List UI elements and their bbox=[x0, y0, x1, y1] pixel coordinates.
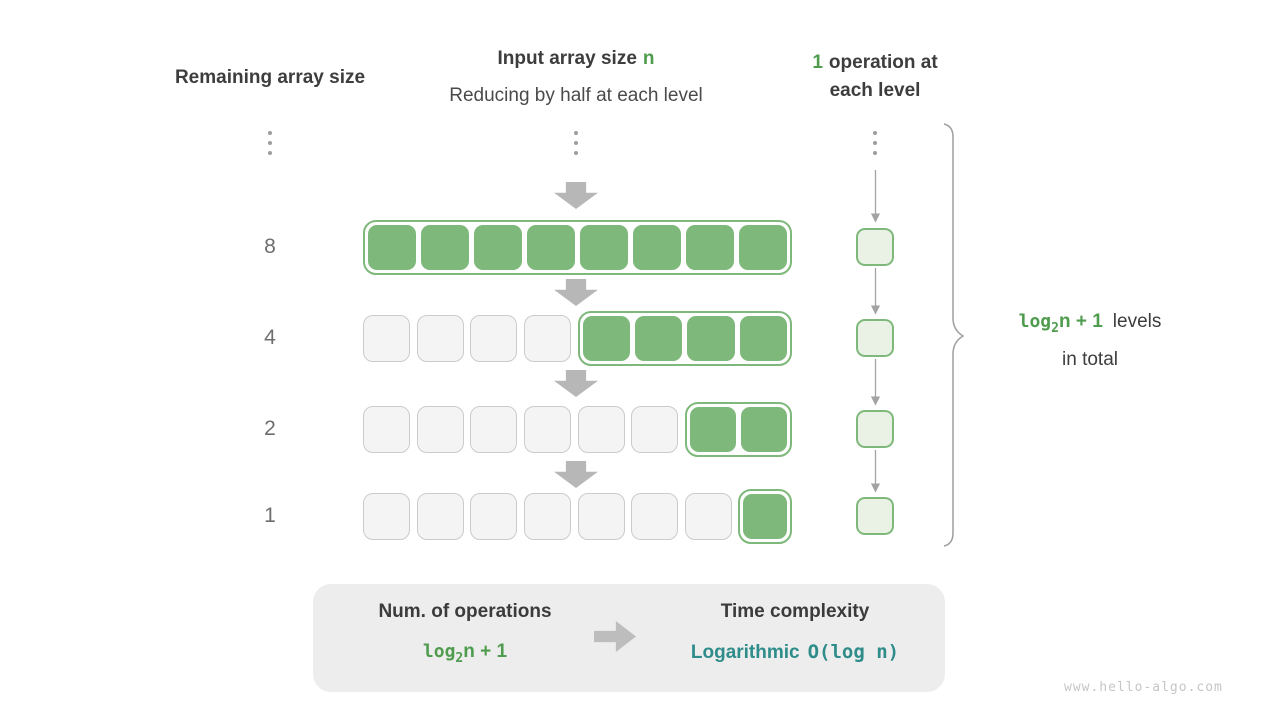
array-cell-active bbox=[633, 225, 681, 270]
array-cell-empty bbox=[416, 493, 464, 540]
active-group-outline bbox=[738, 489, 792, 544]
array-row bbox=[363, 402, 792, 457]
levels-formula-rest: n + 1 bbox=[1058, 311, 1103, 332]
watermark: www.hello-algo.com bbox=[1064, 680, 1223, 695]
row-label: 2 bbox=[264, 417, 276, 440]
array-cell-active bbox=[740, 407, 787, 452]
array-cell-empty bbox=[523, 493, 571, 540]
row-label: 1 bbox=[264, 504, 276, 527]
summary-operations: Num. of operations log2n + 1 bbox=[335, 598, 595, 673]
array-cell-active bbox=[689, 407, 736, 452]
summary-formula-sub: 2 bbox=[455, 650, 464, 666]
array-cell-empty bbox=[684, 493, 732, 540]
array-cell-empty bbox=[523, 315, 571, 362]
op-cell bbox=[856, 497, 894, 535]
col-header-input-subtitle: Reducing by half at each level bbox=[449, 85, 703, 106]
row-label: 4 bbox=[264, 326, 276, 349]
active-group-outline bbox=[363, 220, 792, 275]
summary-card: Num. of operations log2n + 1 Time comple… bbox=[313, 584, 945, 692]
levels-formula-sub: 2 bbox=[1051, 320, 1059, 336]
levels-text-line2: in total bbox=[1062, 348, 1118, 370]
array-cell-active bbox=[474, 225, 522, 270]
array-cell-empty bbox=[470, 315, 518, 362]
array-cell-empty bbox=[470, 493, 518, 540]
array-cell-empty bbox=[470, 406, 518, 453]
array-cell-empty bbox=[363, 406, 410, 453]
summary-formula-rest: n + 1 bbox=[463, 641, 508, 662]
levels-label: log2n + 1 levels in total bbox=[985, 306, 1195, 375]
array-cell-empty bbox=[523, 406, 571, 453]
ellipsis-array-icon bbox=[574, 131, 578, 155]
array-cell-active bbox=[739, 316, 787, 361]
ellipsis-operations-icon bbox=[873, 131, 877, 155]
array-cell-active bbox=[368, 225, 416, 270]
array-row bbox=[363, 489, 792, 544]
array-cell-empty bbox=[577, 406, 625, 453]
col-header-operations-line2: each level bbox=[829, 80, 921, 101]
array-cell-empty bbox=[631, 493, 679, 540]
col-header-input-text: Input array size bbox=[497, 48, 637, 69]
summary-formula-log: log bbox=[422, 641, 456, 662]
array-cell-active bbox=[421, 225, 469, 270]
summary-complexity: Time complexity Logarithmic O(log n) bbox=[665, 598, 925, 667]
complexity-notation: O(log n) bbox=[807, 641, 900, 663]
summary-operations-title: Num. of operations bbox=[378, 601, 552, 622]
array-cell-active bbox=[687, 316, 735, 361]
array-cell-empty bbox=[631, 406, 679, 453]
array-cell-active bbox=[634, 316, 683, 361]
array-cell-empty bbox=[363, 493, 410, 540]
col-header-operations-count: 1 bbox=[812, 52, 823, 73]
col-header-remaining: Remaining array size bbox=[174, 67, 366, 88]
col-header-operations-text: operation at bbox=[828, 52, 938, 73]
array-cell-empty bbox=[577, 493, 625, 540]
array-cell-empty bbox=[363, 315, 410, 362]
implies-arrow-icon bbox=[594, 621, 636, 652]
levels-brace bbox=[943, 123, 965, 547]
active-group-outline bbox=[577, 311, 792, 366]
levels-text: levels bbox=[1112, 311, 1162, 332]
array-row bbox=[363, 311, 792, 366]
array-cell-active bbox=[527, 225, 575, 270]
active-group-outline bbox=[684, 402, 792, 457]
array-cell-empty bbox=[416, 406, 464, 453]
summary-complexity-title: Time complexity bbox=[720, 601, 870, 622]
array-row bbox=[363, 220, 792, 275]
array-cell-empty bbox=[416, 315, 464, 362]
op-cell bbox=[856, 228, 894, 266]
array-levels bbox=[363, 0, 792, 720]
array-cell-active bbox=[580, 225, 628, 270]
op-cell bbox=[856, 319, 894, 357]
row-label: 8 bbox=[264, 235, 276, 258]
array-cell-active bbox=[686, 225, 734, 270]
array-cell-active bbox=[743, 494, 787, 539]
op-cell bbox=[856, 410, 894, 448]
levels-formula-log: log bbox=[1018, 311, 1052, 332]
complexity-name: Logarithmic bbox=[690, 642, 800, 663]
ellipsis-remaining-icon bbox=[268, 131, 272, 155]
array-cell-active bbox=[582, 316, 630, 361]
array-cell-active bbox=[739, 225, 787, 270]
col-header-input-n: n bbox=[642, 48, 655, 69]
